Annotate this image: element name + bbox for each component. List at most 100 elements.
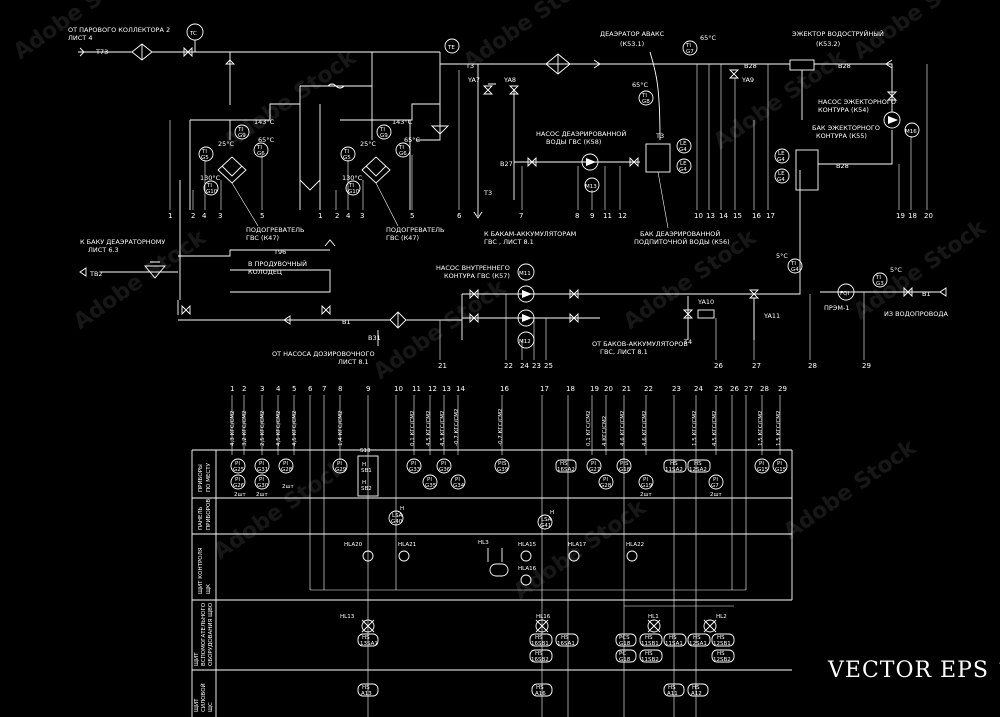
svg-text:7: 7: [519, 212, 523, 220]
control-valve-icon: [144, 261, 166, 279]
svg-text:G15: G15: [757, 467, 769, 473]
svg-text:0,1 КГС/СМ2: 0,1 КГС/СМ2: [586, 410, 592, 446]
process-scheme: ОТ ПАРОВОГО КОЛЛЕКТОРА 2 ЛИСТ 4 Т73 TC T…: [68, 23, 948, 370]
svg-text:G34: G34: [453, 483, 465, 489]
svg-text:4,5 КГС/СМ2: 4,5 КГС/СМ2: [712, 410, 718, 446]
svg-text:H: H: [362, 480, 366, 486]
svg-text:В ПРОДУВОЧНЫЙ: В ПРОДУВОЧНЫЙ: [248, 259, 307, 268]
svg-text:НАСОС ВНУТРЕННЕГО: НАСОС ВНУТРЕННЕГО: [436, 264, 510, 272]
svg-text:TI: TI: [348, 183, 354, 189]
svg-text:TI: TI: [237, 127, 243, 133]
svg-text:20: 20: [604, 385, 613, 393]
svg-text:В28: В28: [838, 62, 851, 70]
svg-text:5: 5: [410, 212, 414, 220]
svg-text:HLA22: HLA22: [626, 542, 644, 548]
svg-text:19: 19: [590, 385, 599, 393]
svg-text:КОНТУРА (К54): КОНТУРА (К54): [818, 106, 869, 114]
svg-text:ПОДОГРЕВАТЕЛЬ: ПОДОГРЕВАТЕЛЬ: [386, 226, 445, 234]
te-sensor-icon: [444, 38, 460, 54]
svg-text:HL16: HL16: [536, 614, 551, 620]
svg-text:14: 14: [456, 385, 465, 393]
svg-text:22: 22: [504, 362, 513, 370]
svg-text:ДЕАЭРАТОР АВАКС: ДЕАЭРАТОР АВАКС: [600, 30, 665, 38]
svg-text:4,5 КГС/СМ2: 4,5 КГС/СМ2: [426, 410, 432, 446]
svg-text:ВОДЫ ГВС (К58): ВОДЫ ГВС (К58): [546, 138, 601, 146]
svg-text:ЩИТ: ЩИТ: [194, 698, 200, 712]
svg-text:TI: TI: [875, 275, 881, 281]
svg-text:HLA15: HLA15: [518, 542, 537, 548]
svg-text:G29: G29: [335, 467, 347, 473]
svg-text:4,6 КГС/СМ2: 4,6 КГС/СМ2: [642, 410, 648, 446]
svg-text:HL13: HL13: [340, 614, 355, 620]
svg-text:18: 18: [908, 212, 917, 220]
svg-text:HS: HS: [670, 461, 678, 467]
svg-text:6: 6: [308, 385, 313, 393]
svg-text:G18: G18: [619, 641, 631, 647]
svg-text:LE: LE: [778, 151, 785, 157]
svg-text:6: 6: [457, 212, 462, 220]
svg-text:PI: PI: [455, 477, 460, 483]
column-numbers: 1 2 3 4 5 6 7 8 9 10 11 12 13 14 16 17 1…: [230, 385, 787, 393]
svg-text:PCS: PCS: [619, 635, 630, 641]
svg-text:65°C: 65°C: [632, 81, 649, 89]
control-board-row: HLA20 HLA21 HL3 HLA15 HLA16 HLA17 HLA22: [344, 540, 644, 586]
svg-text:G41: G41: [540, 523, 551, 529]
watermark-layer: Adobe Stock Adobe Stock Adobe Stock Adob…: [9, 0, 992, 605]
svg-text:H: H: [362, 462, 366, 468]
svg-text:3: 3: [360, 212, 364, 220]
svg-text:ИЗ ВОДОПРОВОДА: ИЗ ВОДОПРОВОДА: [884, 310, 948, 318]
svg-text:26: 26: [730, 385, 739, 393]
vector-eps-caption: VECTOR EPS 10: [828, 658, 1000, 683]
svg-text:G35: G35: [425, 483, 437, 489]
svg-text:ПАНЕЛЬ: ПАНЕЛЬ: [198, 506, 204, 530]
svg-text:M12: M12: [519, 339, 531, 345]
svg-text:G6: G6: [257, 151, 265, 157]
svg-text:G19: G19: [641, 483, 653, 489]
svg-text:G9: G9: [380, 133, 388, 139]
svg-text:2шт: 2шт: [640, 492, 653, 498]
svg-text:11SA1: 11SA1: [665, 641, 683, 647]
svg-text:13SA1: 13SA1: [360, 641, 378, 647]
svg-text:PI: PI: [337, 461, 342, 467]
svg-text:0,1 КГС/СМ2: 0,1 КГС/СМ2: [410, 410, 416, 446]
svg-text:2шт: 2шт: [234, 492, 247, 498]
svg-text:G5: G5: [201, 155, 209, 161]
svg-text:КОНТУРА (К55): КОНТУРА (К55): [816, 132, 867, 140]
svg-text:ЩК: ЩК: [206, 584, 212, 594]
svg-text:5°C: 5°C: [890, 266, 902, 274]
svg-text:ЭЖЕКТОР ВОДОСТРУЙНЫЙ: ЭЖЕКТОР ВОДОСТРУЙНЫЙ: [792, 29, 884, 38]
svg-text:G9: G9: [238, 133, 246, 139]
svg-text:G4: G4: [679, 167, 687, 173]
top-signal-numbers: 1 2 4 3 5 1 2 4 3 5 6 7 8 9 11 12 10 13 …: [168, 64, 933, 370]
svg-text:23: 23: [672, 385, 681, 393]
svg-text:HS: HS: [693, 635, 701, 641]
svg-text:(К53.2): (К53.2): [816, 40, 840, 48]
svg-text:G39: G39: [497, 467, 509, 473]
svg-text:ГВС (К47): ГВС (К47): [386, 234, 419, 242]
svg-text:16SA2: 16SA2: [557, 467, 575, 473]
svg-text:В1: В1: [922, 290, 931, 298]
svg-text:27: 27: [744, 385, 753, 393]
svg-text:PI: PI: [283, 461, 288, 467]
svg-text:ПОДОГРЕВАТЕЛЬ: ПОДОГРЕВАТЕЛЬ: [246, 226, 305, 234]
svg-text:G33: G33: [409, 467, 421, 473]
svg-text:16: 16: [500, 385, 509, 393]
svg-text:TI: TI: [379, 127, 385, 133]
svg-text:ПРИБОРОВ: ПРИБОРОВ: [206, 499, 212, 530]
svg-text:1: 1: [230, 385, 234, 393]
svg-text:5°C: 5°C: [776, 252, 788, 260]
svg-text:Adobe Stock: Adobe Stock: [779, 435, 922, 545]
svg-text:Т96: Т96: [273, 248, 286, 256]
svg-text:ЩИТ КОНТРОЛЯ: ЩИТ КОНТРОЛЯ: [198, 547, 204, 594]
svg-text:PI: PI: [777, 461, 782, 467]
svg-text:G10: G10: [206, 189, 218, 195]
svg-text:HLA17: HLA17: [568, 542, 587, 548]
svg-text:ЛИСТ 8.1: ЛИСТ 8.1: [338, 358, 369, 366]
svg-text:G40: G40: [391, 519, 403, 525]
svg-text:TE: TE: [447, 45, 455, 51]
svg-text:1,5 КГС/СМ2: 1,5 КГС/СМ2: [758, 410, 764, 446]
svg-text:G4: G4: [777, 177, 785, 183]
svg-text:9: 9: [366, 385, 370, 393]
svg-text:3: 3: [218, 212, 222, 220]
